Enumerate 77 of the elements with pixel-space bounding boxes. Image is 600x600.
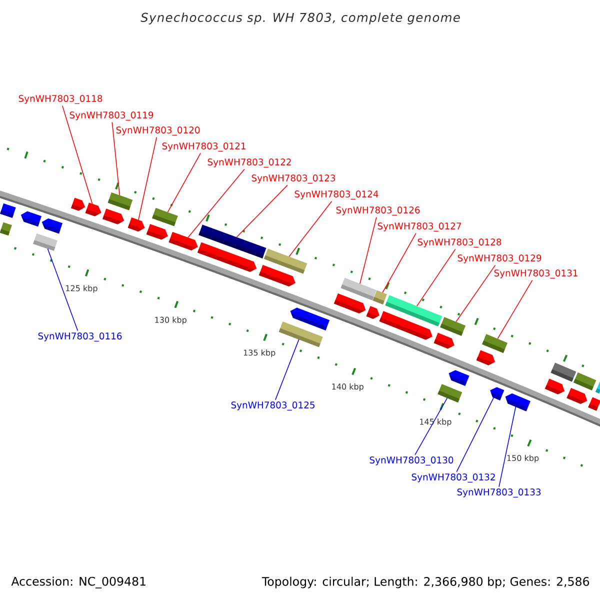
gene-label: SynWH7803_0122 xyxy=(208,158,291,168)
gene-block xyxy=(550,362,576,382)
leader-line xyxy=(360,216,377,284)
gene-marker xyxy=(146,224,168,240)
gene-label: SynWH7803_0125 xyxy=(231,402,314,410)
gene-label: SynWH7803_0123 xyxy=(252,174,336,184)
gene-label: SynWH7803_0118 xyxy=(18,94,102,104)
gene-label: SynWH7803_0119 xyxy=(70,111,154,120)
gene-marker xyxy=(505,393,530,412)
gene-label: SynWH7803_0131 xyxy=(494,270,578,278)
gene-label: SynWH7803_0130 xyxy=(370,456,454,466)
gene-marker xyxy=(366,306,380,319)
leader-line xyxy=(497,280,533,340)
footer-text: Topology: circular; Length: 2,366,980 bp; Genes: 2,586 xyxy=(262,576,590,588)
gene-marker xyxy=(128,217,145,232)
gene-marker xyxy=(334,293,366,314)
leader-line xyxy=(275,339,300,400)
gene-marker xyxy=(476,350,496,366)
gene-label: SynWH7803_0128 xyxy=(418,238,502,248)
scale-label: 145 kbp xyxy=(420,418,452,426)
gene-block xyxy=(198,224,266,258)
gene-label: SynWH7803_0120 xyxy=(116,126,200,136)
gene-block xyxy=(33,233,58,251)
gene-marker xyxy=(168,232,198,250)
scale-label: 125 kbp xyxy=(66,285,98,293)
gene-label: SynWH7803_0124 xyxy=(294,190,378,200)
gene-block xyxy=(0,222,12,236)
gene-label: SynWH7803_0121 xyxy=(162,142,246,152)
gene-marker xyxy=(566,388,588,404)
scale-label: 135 kbp xyxy=(244,349,276,358)
leader-line xyxy=(167,152,201,213)
gene-block xyxy=(595,382,600,394)
gene-block xyxy=(372,290,387,304)
gene-block xyxy=(108,192,133,210)
gene-marker xyxy=(544,378,565,394)
leader-line xyxy=(416,248,456,306)
gene-marker xyxy=(588,397,600,411)
leader-line xyxy=(414,398,448,456)
leader-line xyxy=(382,232,416,293)
gene-marker xyxy=(0,203,16,218)
gene-marker xyxy=(434,332,454,349)
gene-label: SynWH7803_0132 xyxy=(412,474,495,482)
gene-label: SynWH7803_0127 xyxy=(378,222,461,232)
gene-block xyxy=(438,384,462,402)
gene-marker xyxy=(290,308,330,330)
leader-line xyxy=(236,184,288,238)
scale-label: 150 kbp xyxy=(507,454,539,463)
gene-block xyxy=(440,317,466,336)
leader-line xyxy=(112,122,120,196)
gene-marker xyxy=(490,387,504,400)
gene-block xyxy=(264,248,308,274)
leader-line xyxy=(498,406,516,488)
gene-marker xyxy=(448,370,470,386)
gene-label: SynWH7803_0129 xyxy=(458,254,542,264)
gene-block xyxy=(385,295,442,326)
gene-label: SynWH7803_0126 xyxy=(336,206,420,216)
gene-marker xyxy=(71,198,86,211)
gene-block xyxy=(574,372,596,390)
leader-line xyxy=(288,200,332,257)
gene-marker xyxy=(20,211,42,226)
title: Synechococcus sp. WH 7803, complete genome xyxy=(140,12,460,24)
leader-line xyxy=(62,105,93,204)
scale-label: 130 kbp xyxy=(155,316,186,324)
gene-label: SynWH7803_0116 xyxy=(38,332,122,342)
gene-marker xyxy=(102,208,124,224)
leader-line xyxy=(456,264,496,322)
leader-line xyxy=(456,397,494,472)
gene-block xyxy=(340,278,376,300)
gene-block xyxy=(152,208,178,226)
gene-label: SynWH7803_0133 xyxy=(457,488,541,498)
leader-line xyxy=(138,136,158,220)
leader-line xyxy=(188,168,245,238)
gene-marker xyxy=(85,202,102,216)
scale-label: 140 kbp xyxy=(332,383,364,392)
footer-text: Accession: NC_009481 xyxy=(11,576,146,588)
gene-block xyxy=(482,334,508,353)
gene-marker xyxy=(42,218,63,234)
